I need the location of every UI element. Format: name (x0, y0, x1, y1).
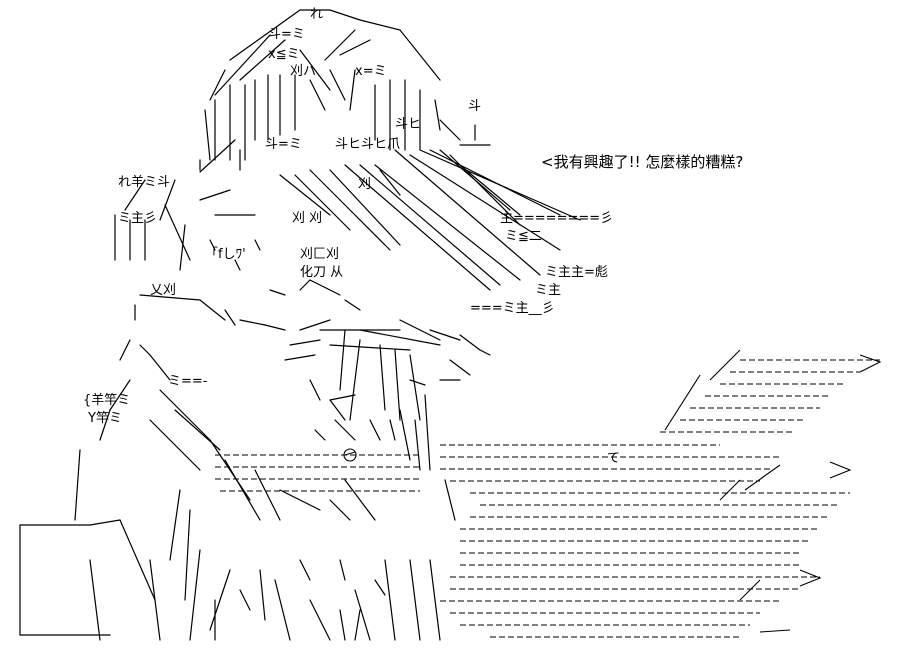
art-label: ミ主主=彪 (545, 265, 608, 280)
paper-edges (343, 349, 882, 633)
hair-strands (19, 9, 581, 641)
art-label: 化刀 从 (300, 265, 343, 280)
art-label: x≦ミ (268, 47, 300, 62)
art-label: 斗ヒ (395, 117, 421, 132)
art-label: {羊竿ミ (83, 392, 130, 408)
art-label: Y竿ミ (87, 410, 122, 426)
art-label: れ (310, 7, 323, 22)
art-label: ミ主 (535, 283, 561, 298)
art-label: 刈 刈 (292, 211, 322, 226)
art-label: ===ミ主__彡 (470, 301, 555, 316)
art-label: れ羊ミ斗 (118, 174, 170, 190)
art-label: 刈匚刈 (300, 247, 339, 262)
art-label: 刈ハ (290, 64, 316, 79)
art-label: x=ミ (355, 64, 387, 79)
art-label: 斗=ミ (268, 27, 305, 42)
paper-stack (215, 359, 880, 638)
art-label: ミ≦二 (505, 229, 542, 244)
art-label: ミ主彡 (118, 211, 157, 226)
art-label: 「fしﾜ' (205, 247, 246, 262)
speech-text: <我有興趣了!! 怎麼樣的糟糕? (541, 153, 744, 171)
art-label: 刈 (358, 177, 371, 192)
art-label: 主========彡 (500, 211, 613, 226)
art-label: 斗=ミ (265, 137, 302, 152)
art-label: て (607, 451, 620, 466)
art-label: ミ==- (168, 374, 208, 389)
ascii-glyph-labels: れ 斗=ミ x≦ミ 刈ハ x=ミ 斗 斗ヒ 斗=ミ 斗ヒ斗ヒ爪 刈 れ羊ミ斗 ミ… (83, 7, 620, 466)
art-label: 斗 (468, 99, 481, 114)
art-label: 乂刈 (150, 283, 176, 298)
art-label: 斗ヒ斗ヒ爪 (335, 137, 400, 152)
